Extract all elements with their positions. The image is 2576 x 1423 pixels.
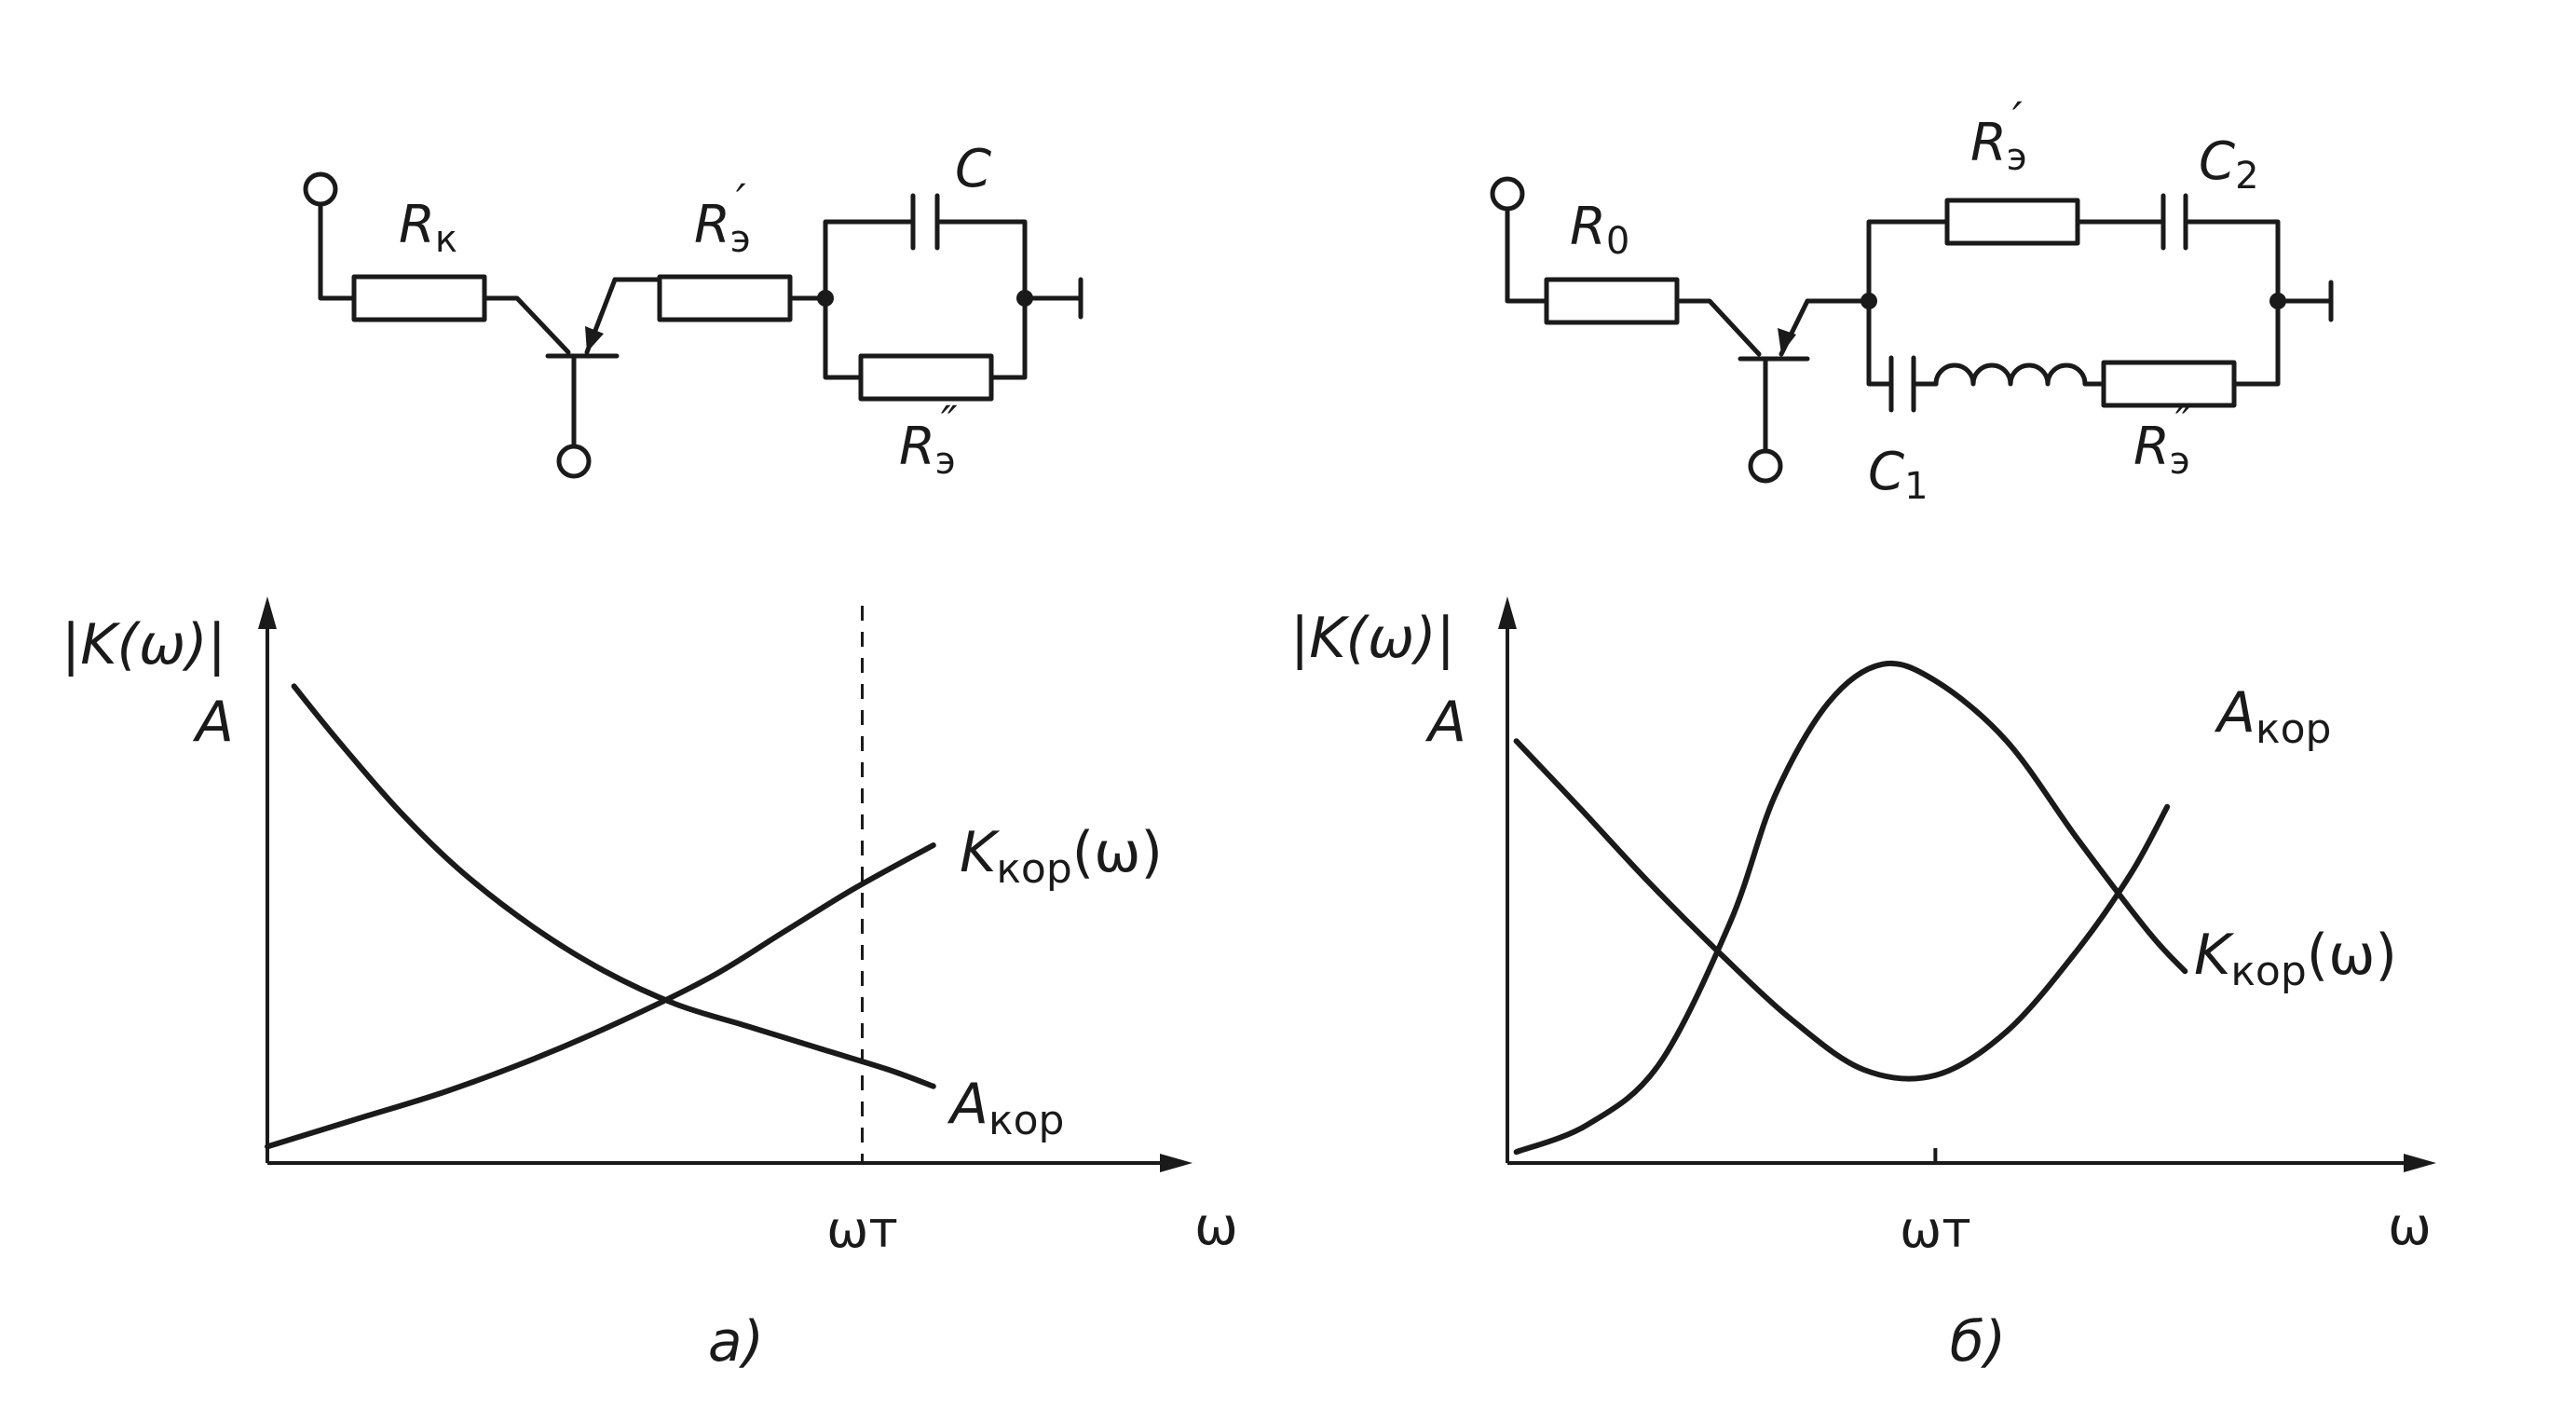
series-b-akor-line: [1513, 738, 2171, 1082]
circuit-b: R0 Rэ′ C2 C1 Rэ″: [1490, 93, 2334, 508]
base-terminal-b: [1748, 448, 1783, 484]
ground-b: [2275, 280, 2334, 322]
collector-wire-b: [1674, 298, 1762, 357]
input-terminal-b: [1490, 176, 1525, 212]
ground-a: [1022, 277, 1084, 320]
label-re1-a: Rэ′: [694, 175, 751, 261]
y-axis-label-a: |K(ω)|: [61, 612, 226, 677]
series-label-akor-b: Aкор: [2214, 680, 2331, 753]
resistor-rk-a: [351, 274, 487, 322]
series-a-kkor-line: [265, 842, 936, 1150]
omega-t-label-a: ωт: [826, 1200, 898, 1259]
series-label-akor-a: Aкор: [947, 1072, 1064, 1144]
resistor-r0-b: [1544, 277, 1680, 325]
label-re2-b: Rэ″: [2133, 397, 2192, 483]
series-b-kkor-line: [1513, 660, 2188, 1156]
resistor-re2-a: [858, 353, 994, 402]
label-r0-b: R0: [1570, 197, 1629, 263]
x-axis-arrow-b: [2404, 1154, 2436, 1172]
chart-a: |K(ω)| A ω ωт Kкор(ω) Aкор а): [61, 596, 1238, 1375]
label-c-a: C: [955, 139, 991, 199]
capacitor-branch-wire-a: [823, 219, 1028, 301]
y-axis-label-b: |K(ω)|: [1290, 606, 1455, 671]
resistor-re1-a: [657, 274, 793, 322]
resistor-re1-b: [1944, 198, 2080, 246]
circuit-a: Rк Rэ′ C Rэ″: [303, 139, 1084, 483]
x-axis-label-a: ω: [1194, 1197, 1238, 1257]
input-terminal-a: [303, 171, 338, 207]
series-a-akor-line: [291, 683, 936, 1089]
y-axis-label2-b: A: [1424, 690, 1466, 755]
label-re2-a: Rэ″: [899, 397, 958, 483]
x-axis-label-b: ω: [2388, 1197, 2432, 1257]
label-c2-b: C2: [2199, 131, 2259, 198]
chart-b: |K(ω)| A ω ωт Aкор Kкор(ω) б): [1290, 596, 2436, 1375]
top-branch-wire-b: [1866, 219, 2281, 304]
capacitor-c1-b: [1888, 355, 1916, 413]
resistor-re2-b: [2101, 360, 2237, 408]
capacitor-c-a: [910, 193, 940, 251]
omega-t-label-b: ωт: [1900, 1200, 1971, 1259]
label-re1-b: Rэ′: [1970, 93, 2027, 179]
y-axis-arrow-b: [1498, 596, 1517, 629]
x-axis-arrow-a: [1160, 1154, 1193, 1172]
collector-wire-a: [482, 295, 571, 355]
emitter-arrow-b: [1778, 328, 1796, 354]
y-axis-arrow-a: [258, 596, 277, 629]
capacitor-c2-b: [2160, 193, 2188, 251]
input-wire-b: [1505, 206, 1549, 304]
panel-label-a: а): [708, 1309, 764, 1375]
input-wire-a: [318, 201, 357, 301]
series-label-kkor-a: Kкор(ω): [960, 820, 1163, 893]
y-axis-label2-a: A: [192, 690, 234, 755]
inductor-b: [1933, 363, 2088, 387]
label-c1-b: C1: [1868, 442, 1929, 508]
panel-label-b: б): [1950, 1309, 2006, 1375]
emitter-arrow-a: [585, 326, 604, 352]
bottom-branch-wire-b-2: [2082, 298, 2281, 387]
series-label-kkor-b: Kкор(ω): [2194, 923, 2397, 995]
label-rk-a: Rк: [399, 195, 457, 261]
bottom-branch-wire-b: [1866, 298, 1939, 387]
base-terminal-a: [556, 444, 592, 479]
resistor-branch-wire-a: [823, 295, 1028, 380]
